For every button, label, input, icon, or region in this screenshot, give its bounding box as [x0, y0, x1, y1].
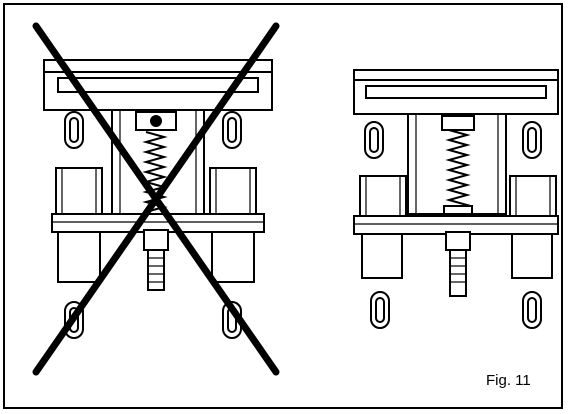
incorrect-assembly [32, 22, 280, 376]
correct-assembly [353, 69, 559, 329]
figure-caption: Fig. 11 [486, 372, 531, 389]
cross-out-line-b [32, 22, 280, 376]
